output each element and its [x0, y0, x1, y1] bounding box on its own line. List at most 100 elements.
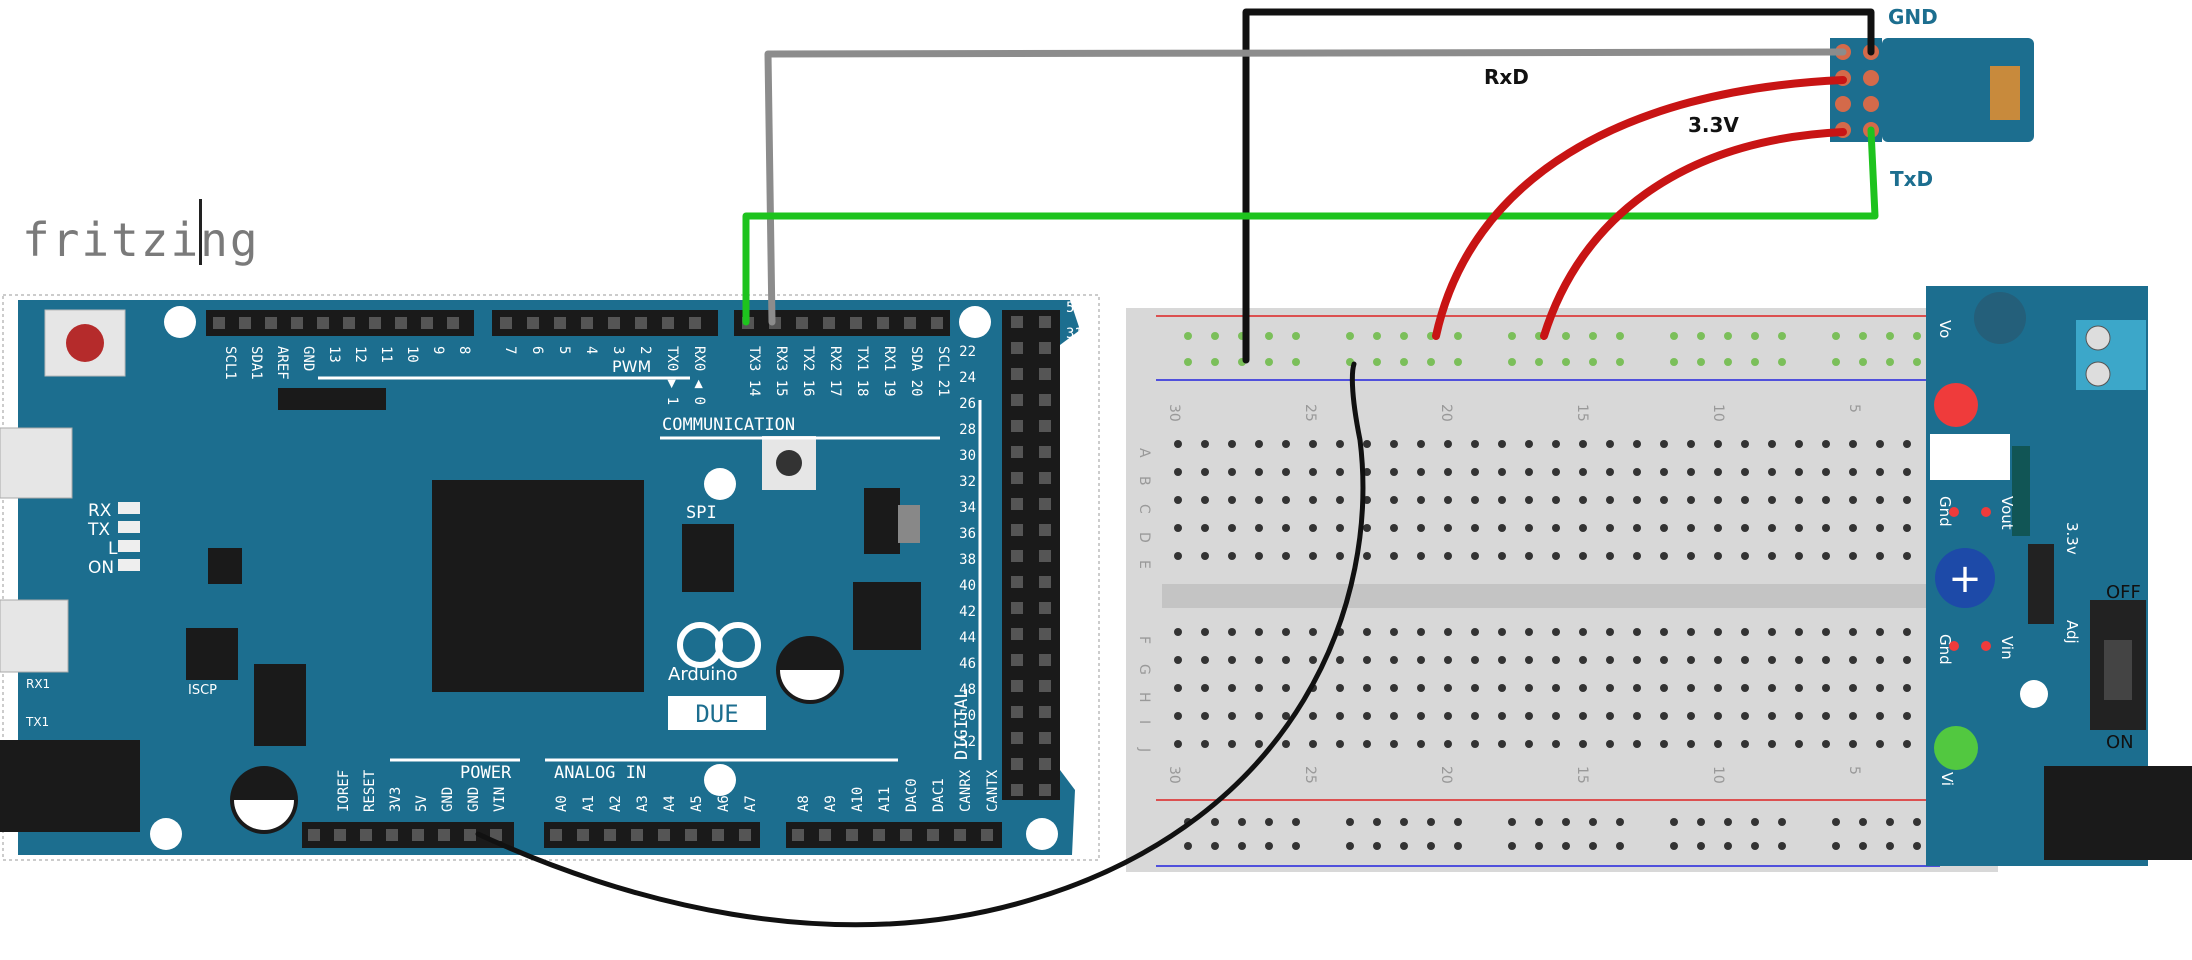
- rf-module: GND RxD 3.3V TxD: [1484, 5, 2034, 191]
- breadboard-hole: [1579, 552, 1587, 560]
- pin-label: 53: [1066, 612, 1083, 628]
- header-pin: [421, 317, 433, 329]
- header-small: [278, 388, 386, 410]
- pin-label: RX2 17: [827, 346, 843, 397]
- breadboard-hole: [1390, 712, 1398, 720]
- header-pin: [819, 829, 831, 841]
- breadboard-hole: [1795, 468, 1803, 476]
- row-letter: H: [1136, 692, 1152, 703]
- breadboard-hole: [1697, 842, 1705, 850]
- breadboard-hole: [1876, 712, 1884, 720]
- pin-label: 11: [378, 346, 394, 363]
- breadboard-hole: [1606, 656, 1614, 664]
- gnd-top-label: Gnd: [1936, 496, 1954, 527]
- breadboard-hole: [1427, 842, 1435, 850]
- breadboard-trench: [1162, 584, 1962, 608]
- breadboard-hole: [1579, 496, 1587, 504]
- breadboard-hole: [1454, 332, 1462, 340]
- pin-label: 9: [430, 346, 446, 354]
- led-label: ON: [88, 558, 114, 578]
- breadboard-hole: [1795, 684, 1803, 692]
- pin-label: RESET: [362, 769, 378, 812]
- pin-label: 30: [959, 448, 976, 464]
- breadboard-hole: [1363, 552, 1371, 560]
- breadboard-hole: [1228, 712, 1236, 720]
- breadboard-hole: [1886, 818, 1894, 826]
- header-pin: [954, 829, 966, 841]
- wire-ground-black: [475, 361, 1366, 928]
- breadboard-hole: [1444, 468, 1452, 476]
- breadboard-hole: [1228, 440, 1236, 448]
- breadboard-hole: [1228, 656, 1236, 664]
- pin-label: SDA 20: [908, 346, 924, 397]
- mount-hole: [164, 306, 196, 338]
- pin-label: SCL1: [222, 346, 238, 380]
- breadboard-hole: [1660, 468, 1668, 476]
- header-pin: [343, 317, 355, 329]
- breadboard-hole: [1562, 332, 1570, 340]
- pin-label: 32: [959, 474, 976, 490]
- breadboard-hole: [1390, 496, 1398, 504]
- breadboard-hole: [1498, 524, 1506, 532]
- breadboard-hole: [1417, 468, 1425, 476]
- pin-label: 37: [1066, 404, 1083, 420]
- potentiometer: [1935, 548, 1995, 608]
- breadboard-hole: [1282, 712, 1290, 720]
- breadboard-hole: [1562, 818, 1570, 826]
- breadboard-hole: [1552, 628, 1560, 636]
- header-pin: [1039, 550, 1051, 562]
- breadboard-hole: [1633, 712, 1641, 720]
- breadboard-hole: [1832, 332, 1840, 340]
- breadboard-hole: [1849, 740, 1857, 748]
- column-number: 15: [1574, 404, 1590, 422]
- header-analog: [544, 822, 760, 848]
- pin-label: A8: [796, 795, 812, 812]
- breadboard-hole: [1265, 818, 1273, 826]
- communication-label: COMMUNICATION: [662, 415, 795, 435]
- mount-hole: [1026, 818, 1058, 850]
- breadboard-hole: [1390, 440, 1398, 448]
- pin-label: IOREF: [336, 770, 352, 812]
- pin-label: 7: [502, 346, 518, 354]
- breadboard-hole: [1525, 656, 1533, 664]
- header-pin: [1011, 628, 1023, 640]
- pin-label: A6: [716, 795, 732, 812]
- pin-label: GND: [440, 787, 456, 812]
- header-pin: [1039, 368, 1051, 380]
- breadboard-hole: [1535, 842, 1543, 850]
- pin-label: 40: [959, 578, 976, 594]
- vin-label: Vin: [1998, 636, 2016, 660]
- pin-label: A0: [554, 795, 570, 812]
- breadboard-hole: [1228, 684, 1236, 692]
- breadboard-hole: [1444, 684, 1452, 692]
- header-pin: [873, 829, 885, 841]
- breadboard-hole: [1292, 842, 1300, 850]
- vi-label: Vi: [1938, 772, 1956, 786]
- breadboard-hole: [1309, 628, 1317, 636]
- breadboard-hole: [1903, 684, 1911, 692]
- breadboard-hole: [1579, 440, 1587, 448]
- pin-label: 38: [959, 552, 976, 568]
- wire-3v3-red-2: [1540, 128, 1847, 340]
- pin-label: 5V: [1066, 300, 1083, 316]
- pin-label: TX0 ▶ 1: [664, 346, 680, 405]
- breadboard-hole: [1552, 552, 1560, 560]
- breadboard-hole: [1822, 552, 1830, 560]
- breadboard-hole: [1616, 842, 1624, 850]
- breadboard-hole: [1444, 740, 1452, 748]
- breadboard-hole: [1660, 684, 1668, 692]
- breadboard-hole: [1606, 524, 1614, 532]
- chip: [186, 628, 238, 680]
- breadboard-hole: [1579, 684, 1587, 692]
- breadboard-hole: [1417, 440, 1425, 448]
- breadboard-hole: [1606, 712, 1614, 720]
- column-number: 30: [1166, 766, 1182, 784]
- breadboard-hole: [1913, 332, 1921, 340]
- header-pin: [308, 829, 320, 841]
- txd-pin-label: TxD: [1890, 167, 1933, 191]
- header-iscp: [254, 664, 306, 746]
- pin-label: GND: [300, 346, 316, 371]
- pin-label: 3: [610, 346, 626, 354]
